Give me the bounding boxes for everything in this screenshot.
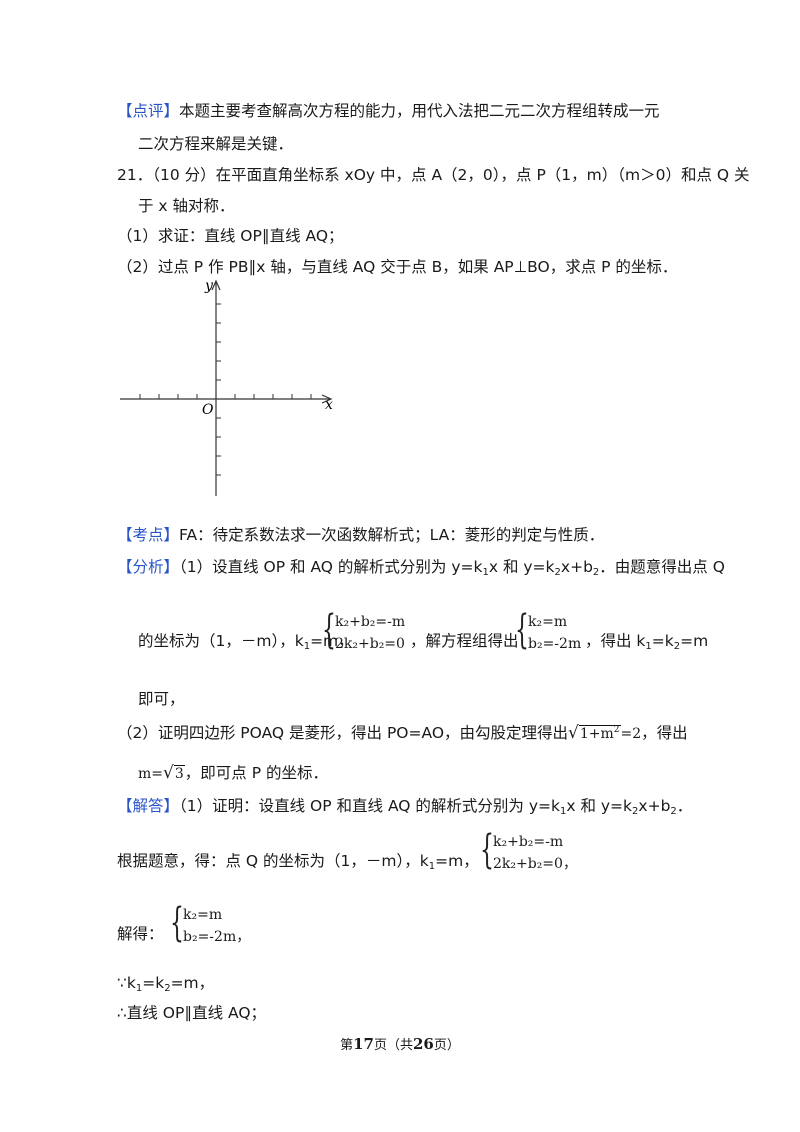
fenxi-line-2c: ，得出 k1=k2=m (585, 632, 709, 652)
sqrt-expression-1: √1+m2 (568, 723, 621, 743)
fenxi-line-3: 即可， (138, 690, 185, 708)
y-axis-label: y (204, 278, 214, 294)
jieda-line-1: 【解答】（1）证明：设直线 OP 和直线 AQ 的解析式分别为 y=k1x 和 … (117, 797, 693, 817)
origin-label: O (202, 402, 214, 418)
problem-part-1: （1）求证：直线 OP∥直线 AQ； (117, 227, 344, 245)
y-ticks (216, 303, 221, 476)
kaodian-line: 【考点】FA：待定系数法求一次函数解析式；LA：菱形的判定与性质． (117, 526, 605, 544)
y-axis-arrow (211, 279, 221, 291)
fenxi-line-1: 【分析】（1）设直线 OP 和 AQ 的解析式分别为 y=k1x 和 y=k2x… (117, 558, 725, 578)
problem-line-1: 21．（10 分）在平面直角坐标系 xOy 中，点 A（2，0），点 P（1，m… (117, 166, 750, 184)
problem-line-2: 于 x 轴对称． (138, 197, 235, 215)
comment-tag: 【点评】 (117, 102, 180, 120)
page-footer: 第17页（共26页） (340, 1035, 460, 1053)
x-axis-label: x (325, 397, 333, 413)
coordinate-axes-figure: y x O (120, 278, 333, 496)
x-axis-arrow (321, 394, 333, 404)
jieda-line-4: ∵k1=k2=m， (117, 974, 215, 994)
comment-line-2: 二次方程来解是关键． (138, 135, 294, 153)
fenxi-tag: 【分析】 (117, 558, 180, 576)
jieda-line-5: ∴直线 OP∥直线 AQ； (117, 1004, 267, 1022)
jieda-tag: 【解答】 (117, 797, 180, 815)
fenxi-line-2b: ，解方程组得出 (410, 632, 519, 650)
problem-part-2: （2）过点 P 作 PB∥x 轴，与直线 AQ 交于点 B，如果 AP⊥BO，求… (117, 258, 678, 276)
sqrt-expression-2: √3 (163, 763, 185, 783)
jieda-line-2: 根据题意，得：点 Q 的坐标为（1，－m），k1=m， (117, 852, 479, 872)
comment-line-1: 【点评】本题主要考查解高次方程的能力，用代入法把二元二次方程组转成一元 (117, 102, 660, 120)
fenxi-line-2a: 的坐标为（1，－m），k1=m， (138, 632, 354, 652)
fenxi-line-5: m=√3，即可点 P 的坐标． (138, 763, 328, 783)
kaodian-tag: 【考点】 (117, 526, 180, 544)
jieda-line-3: 解得： (117, 925, 164, 943)
fenxi-line-4: （2）证明四边形 POAQ 是菱形，得出 PO=AO，由勾股定理得出√1+m2=… (117, 723, 688, 743)
x-ticks (139, 394, 312, 399)
